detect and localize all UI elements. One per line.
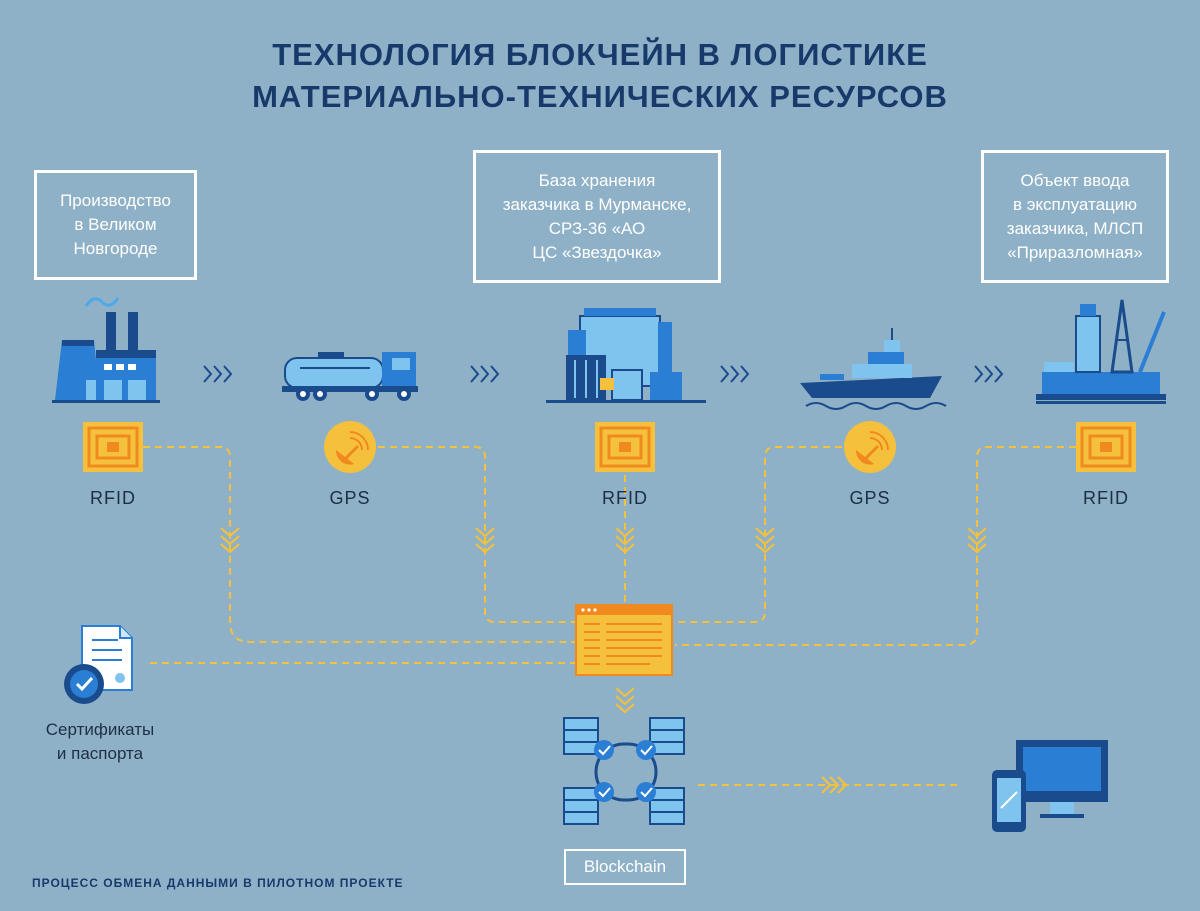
check-badge-icon (594, 782, 614, 802)
location-commissioning-box: Объект ввода в эксплуатацию заказчика, М… (981, 150, 1169, 283)
title-line-2: МАТЕРИАЛЬНО-ТЕХНИЧЕСКИХ РЕСУРСОВ (252, 79, 948, 114)
blockchain-label: Blockchain (564, 849, 686, 885)
ledger-document-icon (575, 604, 673, 676)
computer-monitor-icon (1016, 740, 1108, 818)
location-text-line: в эксплуатацию (1012, 194, 1138, 214)
right-chevron-icons (821, 776, 848, 794)
certificate-icon (64, 625, 133, 704)
certificates-label-line: и паспорта (56, 744, 144, 763)
oil-platform-icon (1036, 299, 1166, 404)
location-text-line: База хранения (538, 170, 656, 190)
warehouse-icon (546, 308, 706, 403)
location-text-line: Объект ввода (1020, 170, 1130, 190)
location-text-line: заказчика, МЛСП (1006, 218, 1144, 238)
rfid-tag-icon (595, 422, 655, 472)
location-storage-box: База хранения заказчика в Мурманске, СРЗ… (473, 150, 721, 283)
certificates-label: Сертификаты и паспорта (20, 718, 180, 766)
footer-caption: ПРОЦЕСС ОБМЕНА ДАННЫМИ В ПИЛОТНОМ ПРОЕКТ… (32, 876, 404, 890)
rfid-tag-icon (83, 422, 143, 472)
tracker-label-rfid: RFID (90, 488, 136, 508)
location-production-box: Производство в Великом Новгороде (34, 170, 197, 280)
tracker-label-rfid: RFID (1083, 488, 1129, 508)
check-badge-icon (594, 740, 614, 760)
location-text-line: «Приразломная» (1007, 242, 1143, 262)
ship-icon (800, 328, 947, 410)
page-title: ТЕХНОЛОГИЯ БЛОКЧЕЙН В ЛОГИСТИКЕ МАТЕРИАЛ… (0, 34, 1200, 118)
certificates-label-line: Сертификаты (45, 720, 155, 739)
rfid-tag-icon (1076, 422, 1136, 472)
tracker-label-rfid: RFID (602, 488, 648, 508)
location-text-line: ЦС «Звездочка» (532, 242, 662, 262)
check-badge-icon (636, 782, 656, 802)
location-text-line: заказчика в Мурманске, (502, 194, 692, 214)
smartphone-icon (992, 770, 1026, 832)
gps-satellite-icon (844, 421, 896, 473)
location-text-line: в Великом (74, 215, 157, 234)
chevron-arrows (203, 365, 1004, 383)
fuel-truck-icon (282, 352, 418, 401)
tracker-label-gps: GPS (849, 488, 891, 508)
down-chevron-icons (220, 527, 987, 714)
location-text-line: Новгороде (73, 239, 158, 258)
database-icon (563, 717, 599, 755)
title-line-1: ТЕХНОЛОГИЯ БЛОКЧЕЙН В ЛОГИСТИКЕ (272, 37, 928, 72)
location-text-line: Производство (60, 191, 171, 210)
blockchain-network-icon (563, 717, 685, 825)
gps-satellite-icon (324, 421, 376, 473)
database-icon (563, 787, 599, 825)
factory-icon (52, 297, 160, 403)
tracker-label-gps: GPS (329, 488, 371, 508)
check-badge-icon (636, 740, 656, 760)
location-text-line: СРЗ-36 «АО (548, 218, 646, 238)
